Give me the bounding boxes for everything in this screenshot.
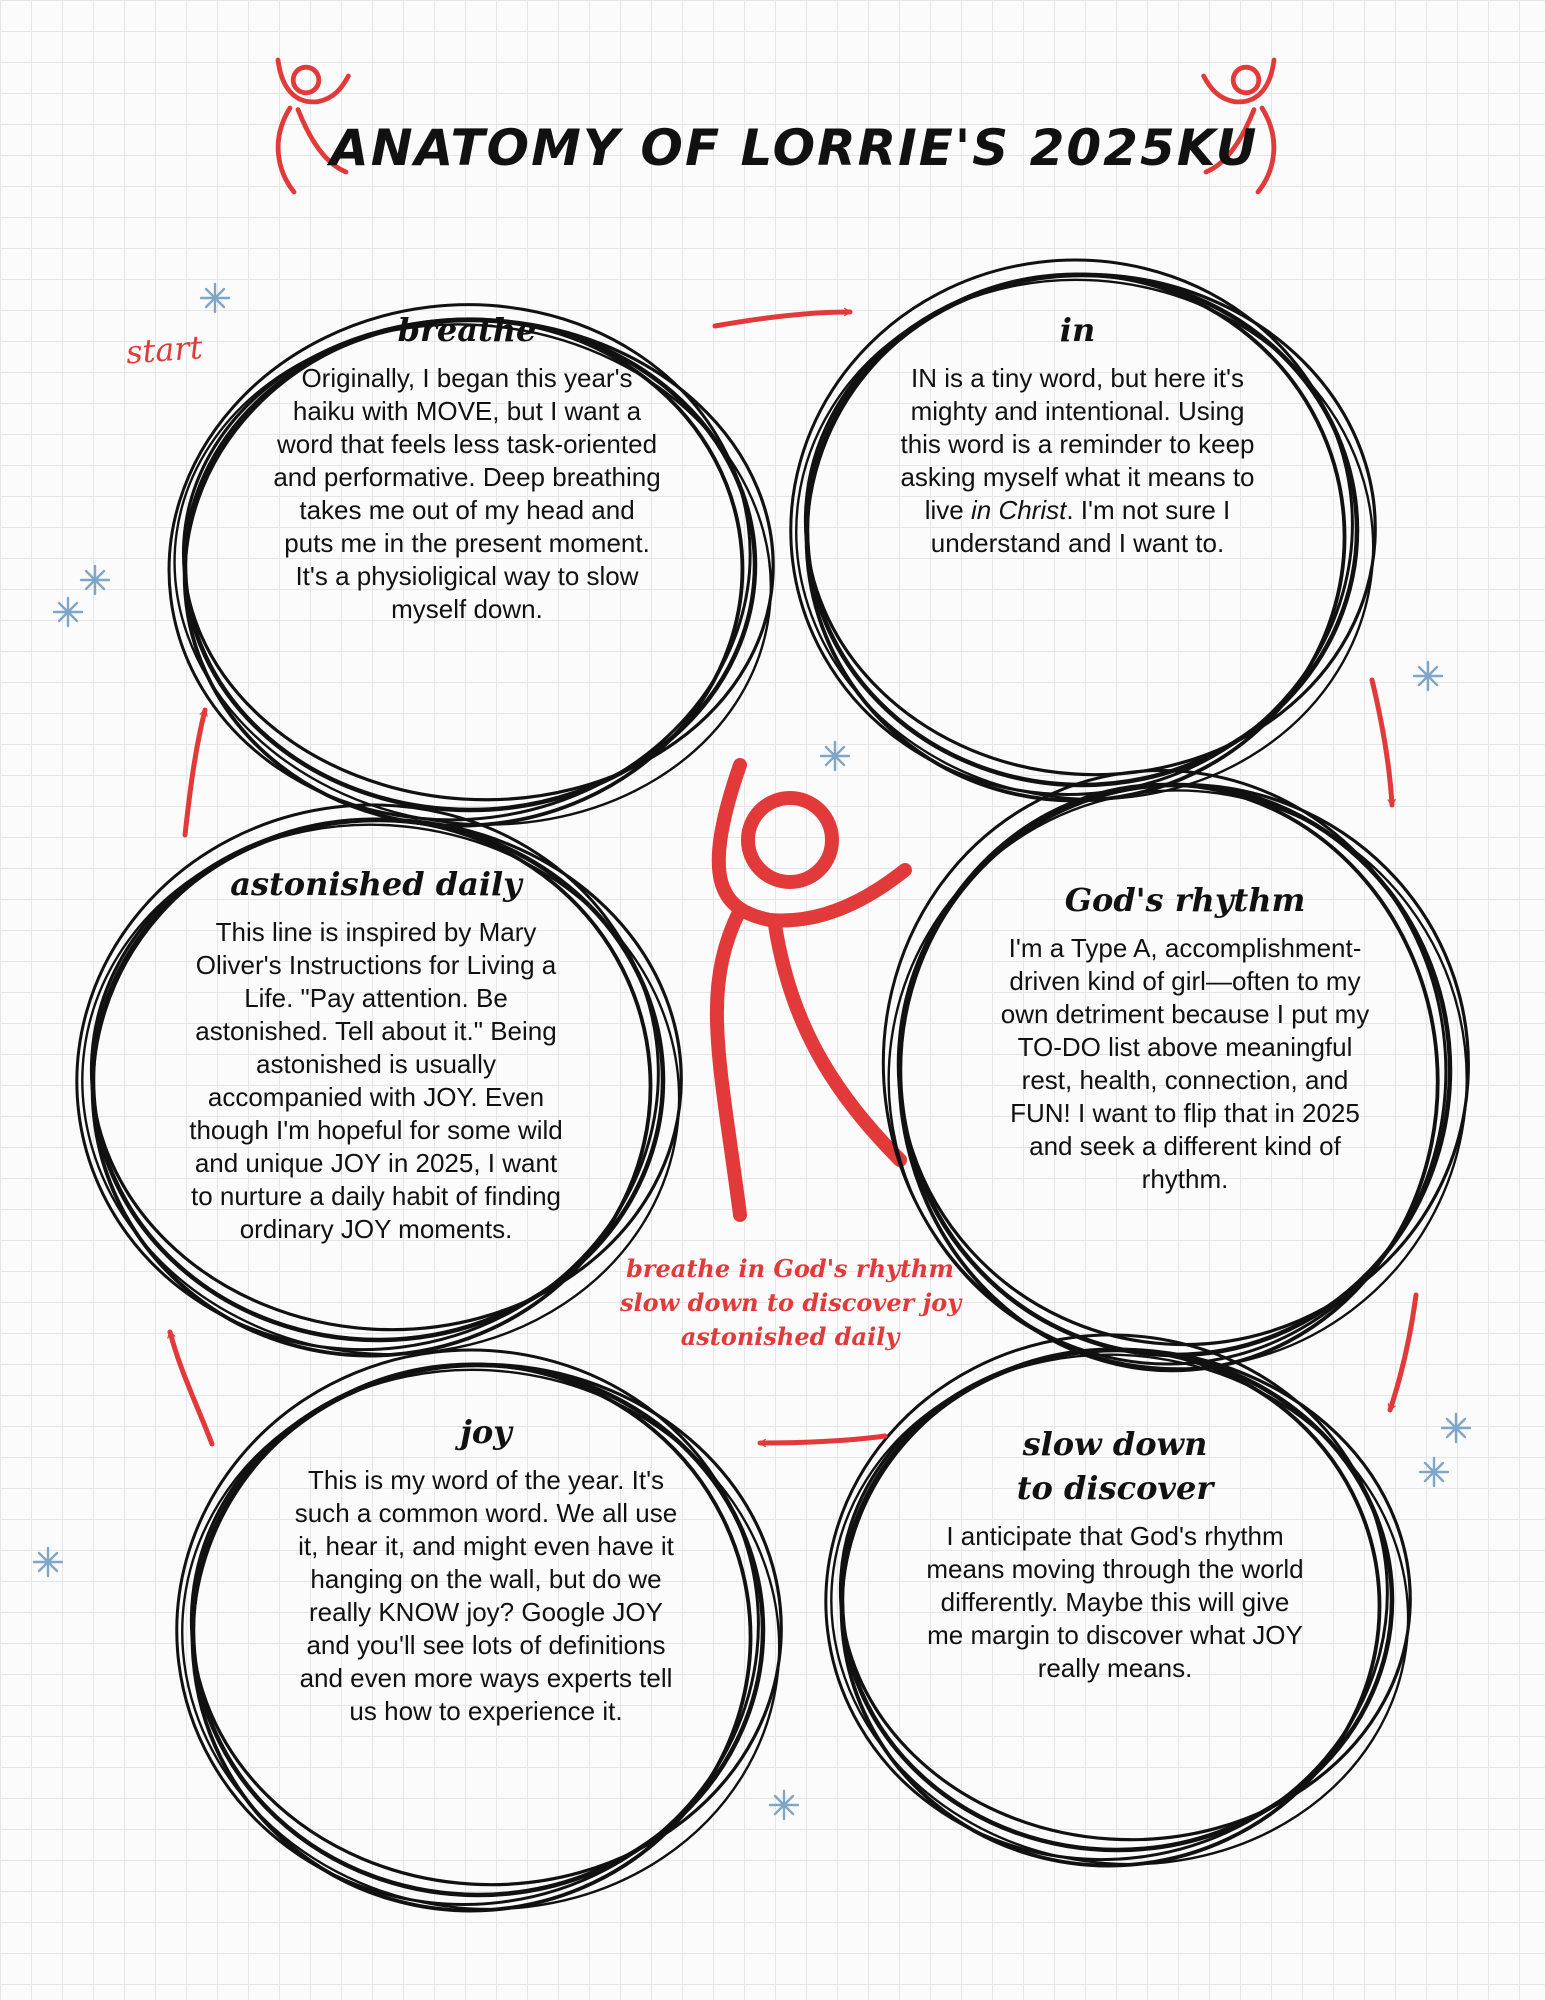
- sparkle-icon: [52, 596, 84, 628]
- sparkle-icon: [1440, 1412, 1472, 1444]
- arrow-icon: [712, 307, 853, 329]
- slow-down-circle: [824, 1333, 1389, 1862]
- sparkle-icon: [32, 1546, 64, 1578]
- node-title: joy: [460, 1413, 512, 1451]
- haiku-line: astonished daily: [680, 1322, 900, 1351]
- jumping-figure-icon: [1201, 57, 1277, 195]
- node-body: I'm a Type A, accomplishment-driven kind…: [1000, 933, 1370, 1194]
- node-body-text: IN is a tiny word, but here it's mighty …: [900, 363, 1255, 525]
- gods-rhythm-circle: [897, 782, 1440, 1373]
- page-title: ANATOMY OF LORRIE'S 2025KU: [330, 119, 1259, 177]
- node-body: IN is a tiny word, but here it's mighty …: [890, 362, 1265, 560]
- node-body-text: . I'm not sure I understand and I want t…: [930, 495, 1231, 558]
- arrow-icon: [167, 1329, 215, 1447]
- sparkle-icon: [199, 282, 231, 314]
- node-body: Originally, I began this year's haiku wi…: [273, 363, 661, 624]
- node-title: slow down to discover: [1016, 1425, 1214, 1507]
- haiku-line: slow down to discover joy: [620, 1288, 962, 1317]
- node-body-emphasis: in Christ: [970, 495, 1067, 525]
- astonished-circle: [75, 803, 660, 1352]
- node-title: astonished daily: [230, 865, 522, 903]
- node-gods-rhythm: God's rhythm I'm a Type A, accomplishmen…: [990, 878, 1380, 1196]
- sparkle-icon: [1412, 660, 1444, 692]
- joy-circle: [181, 1368, 781, 1911]
- haiku-line: breathe in God's rhythm: [626, 1254, 954, 1283]
- node-slow-down: slow down to discover I anticipate that …: [920, 1422, 1310, 1685]
- node-title: breathe: [397, 311, 537, 349]
- gods-rhythm-circle: [887, 789, 1468, 1370]
- haiku: breathe in God's rhythm slow down to dis…: [620, 1252, 962, 1354]
- node-title: God's rhythm: [1064, 881, 1306, 919]
- node-body: I anticipate that God's rhythm means mov…: [926, 1521, 1304, 1683]
- astonished-circle: [81, 823, 681, 1356]
- start-label: start: [124, 328, 204, 372]
- arrow-icon: [182, 707, 208, 838]
- node-astonished: astonished daily This line is inspired b…: [186, 862, 566, 1246]
- jumping-figure-icon: [275, 57, 351, 195]
- arrow-icon: [1369, 677, 1396, 808]
- node-title: in: [1059, 311, 1096, 349]
- arrow-icon: [1387, 1292, 1419, 1413]
- arrow-icon: [757, 1433, 888, 1448]
- sparkle-icon: [819, 740, 851, 772]
- node-body: This is my word of the year. It's such a…: [294, 1465, 678, 1726]
- jumping-figure-icon: [709, 758, 912, 1222]
- sparkle-icon: [79, 564, 111, 596]
- node-breathe: breathe Originally, I began this year's …: [272, 308, 662, 626]
- slow-down-circle: [830, 1353, 1410, 1866]
- node-in: in IN is a tiny word, but here it's migh…: [890, 308, 1265, 560]
- node-joy: joy This is my word of the year. It's su…: [286, 1410, 686, 1728]
- sparkle-icon: [768, 1789, 800, 1821]
- sparkle-icon: [1418, 1456, 1450, 1488]
- node-body: This line is inspired by Mary Oliver's I…: [189, 917, 563, 1244]
- breathe-circle: [167, 303, 752, 822]
